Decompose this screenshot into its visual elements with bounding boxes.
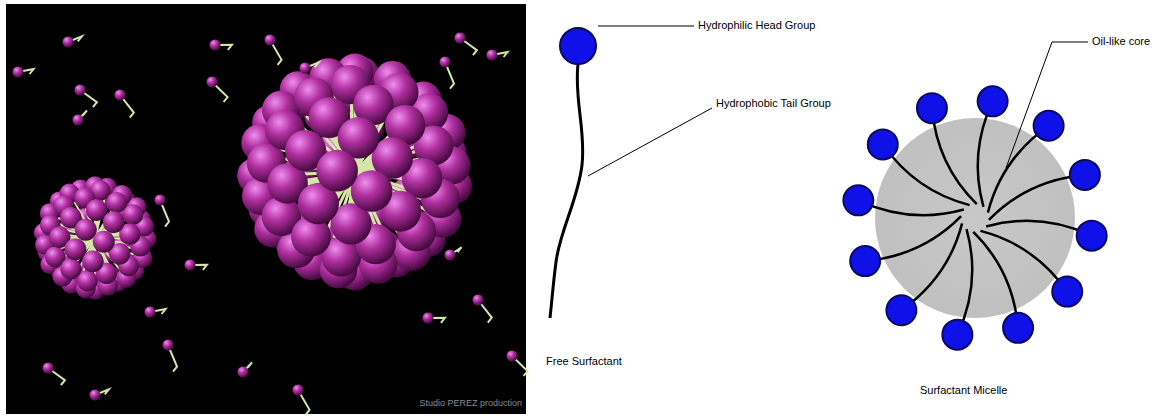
caption-label: Free Surfactant xyxy=(546,355,622,368)
free-surfactant-3d xyxy=(145,307,166,318)
head-ball xyxy=(115,90,126,101)
free-surfactant-3d xyxy=(90,389,109,400)
head-circle xyxy=(1077,221,1107,251)
caption-label: Surfactant Micelle xyxy=(920,384,1007,397)
watermark: Studio PEREZ production xyxy=(419,398,522,409)
callout-label: Oil-like core xyxy=(1092,35,1150,48)
head-circle xyxy=(1034,111,1064,141)
head-ball xyxy=(65,238,87,260)
head-ball xyxy=(507,351,518,362)
free-surfactant-3d xyxy=(507,351,528,377)
micelle-render xyxy=(13,33,528,415)
free-surfactant-3d xyxy=(473,295,492,323)
head-circle xyxy=(978,86,1008,116)
tail-line xyxy=(550,64,583,318)
callout-label: Hydrophobic Tail Group xyxy=(716,97,831,110)
callout-label: Hydrophilic Head Group xyxy=(698,19,815,32)
head-ball xyxy=(106,192,127,213)
head-circle xyxy=(1070,160,1100,190)
free-surfactant-3d xyxy=(43,363,65,386)
free-surfactant-3d xyxy=(238,362,253,377)
free-surfactant-3d xyxy=(207,77,228,103)
head-ball xyxy=(207,77,218,88)
head-ball xyxy=(60,258,81,279)
head-ball xyxy=(73,115,84,126)
micelle-3d xyxy=(34,176,157,300)
micelle-drawing xyxy=(843,86,1106,349)
head-ball xyxy=(185,260,196,271)
head-circle xyxy=(868,129,898,159)
head-ball xyxy=(423,313,434,324)
head-circle xyxy=(1052,277,1082,307)
head-ball xyxy=(93,231,115,253)
head-ball xyxy=(155,195,166,206)
head-ball xyxy=(75,219,97,241)
head-ball xyxy=(13,67,24,78)
head-ball xyxy=(103,211,125,233)
head-circle xyxy=(560,28,596,64)
free-surfactant-3d xyxy=(300,62,319,73)
free-surfactant-3d xyxy=(265,35,282,65)
head-ball xyxy=(293,385,304,396)
head-ball xyxy=(440,57,451,68)
free-surfactant-3d xyxy=(487,50,508,61)
head-ball xyxy=(445,250,456,261)
head-circle xyxy=(843,185,873,215)
free-surfactant-3d xyxy=(210,40,232,51)
head-ball xyxy=(210,40,221,51)
free-surfactant-3d xyxy=(75,85,97,108)
free-surfactant-3d xyxy=(115,90,134,118)
head-ball xyxy=(473,295,484,306)
head-ball xyxy=(43,363,54,374)
head-ball xyxy=(145,307,156,318)
head-ball xyxy=(265,35,276,46)
head-ball xyxy=(90,390,101,401)
head-circle xyxy=(942,320,972,350)
leader-line xyxy=(598,26,694,27)
dark-panel xyxy=(6,4,526,414)
free-surfactant-3d xyxy=(455,33,477,56)
head-circle xyxy=(1003,313,1033,343)
leader-line xyxy=(1006,42,1088,168)
free-surfactant-3d xyxy=(440,57,455,89)
head-ball xyxy=(238,367,249,378)
head-ball xyxy=(487,50,498,61)
micelle-3d xyxy=(237,53,472,290)
leader-line xyxy=(588,108,712,176)
free-surfactant-3d xyxy=(63,36,82,47)
free-surfactant-3d xyxy=(445,247,462,260)
head-circle xyxy=(850,246,880,276)
free-surfactant-3d xyxy=(293,385,310,415)
head-ball xyxy=(300,63,311,74)
free-surfactant-3d xyxy=(73,110,88,125)
free-surfactant-3d xyxy=(155,195,170,227)
head-circle xyxy=(917,93,947,123)
head-ball xyxy=(75,85,86,96)
head-circle xyxy=(886,295,916,325)
head-ball xyxy=(316,150,358,192)
free-surfactant-3d xyxy=(423,313,445,324)
free-surfactant-3d xyxy=(163,340,178,372)
head-ball xyxy=(163,340,174,351)
free-surfactant-drawing xyxy=(550,26,712,318)
head-ball xyxy=(63,37,74,48)
free-surfactant-3d xyxy=(185,260,207,271)
free-surfactant-3d xyxy=(13,67,34,78)
head-ball xyxy=(455,33,466,44)
oil-core xyxy=(875,118,1075,318)
